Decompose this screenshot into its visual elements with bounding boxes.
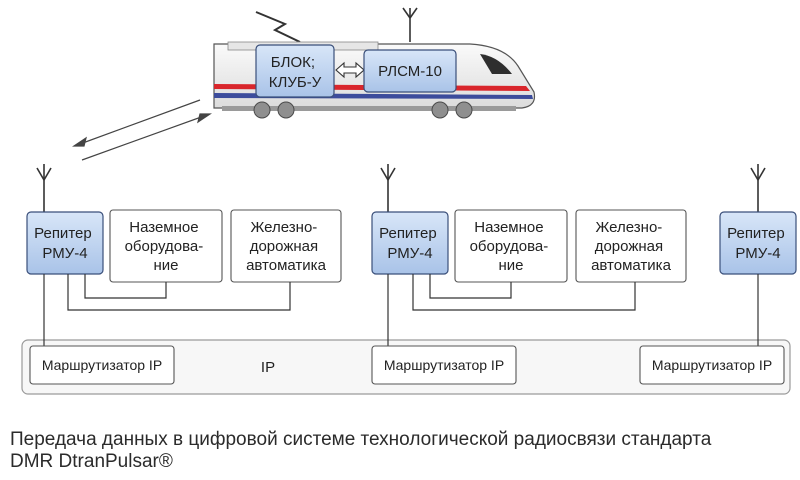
repeater-box	[371, 211, 449, 275]
repeater-box	[719, 211, 797, 275]
radio-link-arrows	[72, 99, 212, 161]
antenna-icon	[402, 7, 418, 42]
ip-network-label: IP	[261, 359, 275, 376]
ip-router-box	[639, 345, 785, 385]
antenna-icon	[36, 164, 52, 212]
caption-line-2: DMR DtranPulsar®	[10, 451, 173, 472]
rlsm-10-box	[363, 49, 457, 93]
station-3: Репитер РМУ-4 Маршрутизатор IP	[639, 164, 797, 385]
ip-router-label: Маршрутизатор IP	[652, 357, 772, 373]
ip-router-label: Маршрутизатор IP	[42, 357, 162, 373]
connection-lines	[387, 274, 636, 346]
ground-equipment-label: Наземное оборудова- ние	[125, 219, 208, 274]
ip-router-box	[29, 345, 175, 385]
figure-caption: Передача данных в цифровой системе техно…	[10, 429, 790, 473]
wheel-icon	[253, 101, 473, 119]
railway-automation-label: Железно- дорожная автоматика	[591, 219, 671, 274]
caption-line-1: Передача данных в цифровой системе техно…	[10, 429, 712, 450]
repeater-box	[26, 211, 104, 275]
train: БЛОК; КЛУБ-У РЛСМ-10	[213, 7, 536, 119]
rlsm-10-label: РЛСМ-10	[378, 63, 442, 80]
connection-lines	[43, 274, 291, 346]
pantograph-icon	[255, 11, 301, 43]
blok-klub-label: БЛОК; КЛУБ-У	[269, 54, 322, 91]
antenna-icon	[380, 164, 396, 212]
station-2: Репитер РМУ-4 Наземное оборудова- ние Же…	[371, 164, 687, 385]
ground-equipment-label: Наземное оборудова- ние	[470, 219, 553, 274]
ip-router-box	[371, 345, 517, 385]
station-1: Репитер РМУ-4 Наземное оборудова- ние Же…	[26, 164, 342, 385]
railway-automation-box	[230, 209, 342, 283]
repeater-label: Репитер РМУ-4	[34, 225, 96, 262]
repeater-label: Репитер РМУ-4	[727, 225, 789, 262]
railway-automation-box	[575, 209, 687, 283]
railway-automation-label: Железно- дорожная автоматика	[246, 219, 326, 274]
antenna-icon	[750, 164, 766, 212]
ip-router-label: Маршрутизатор IP	[384, 357, 504, 373]
repeater-label: Репитер РМУ-4	[379, 225, 441, 262]
blok-klub-box	[255, 44, 335, 98]
